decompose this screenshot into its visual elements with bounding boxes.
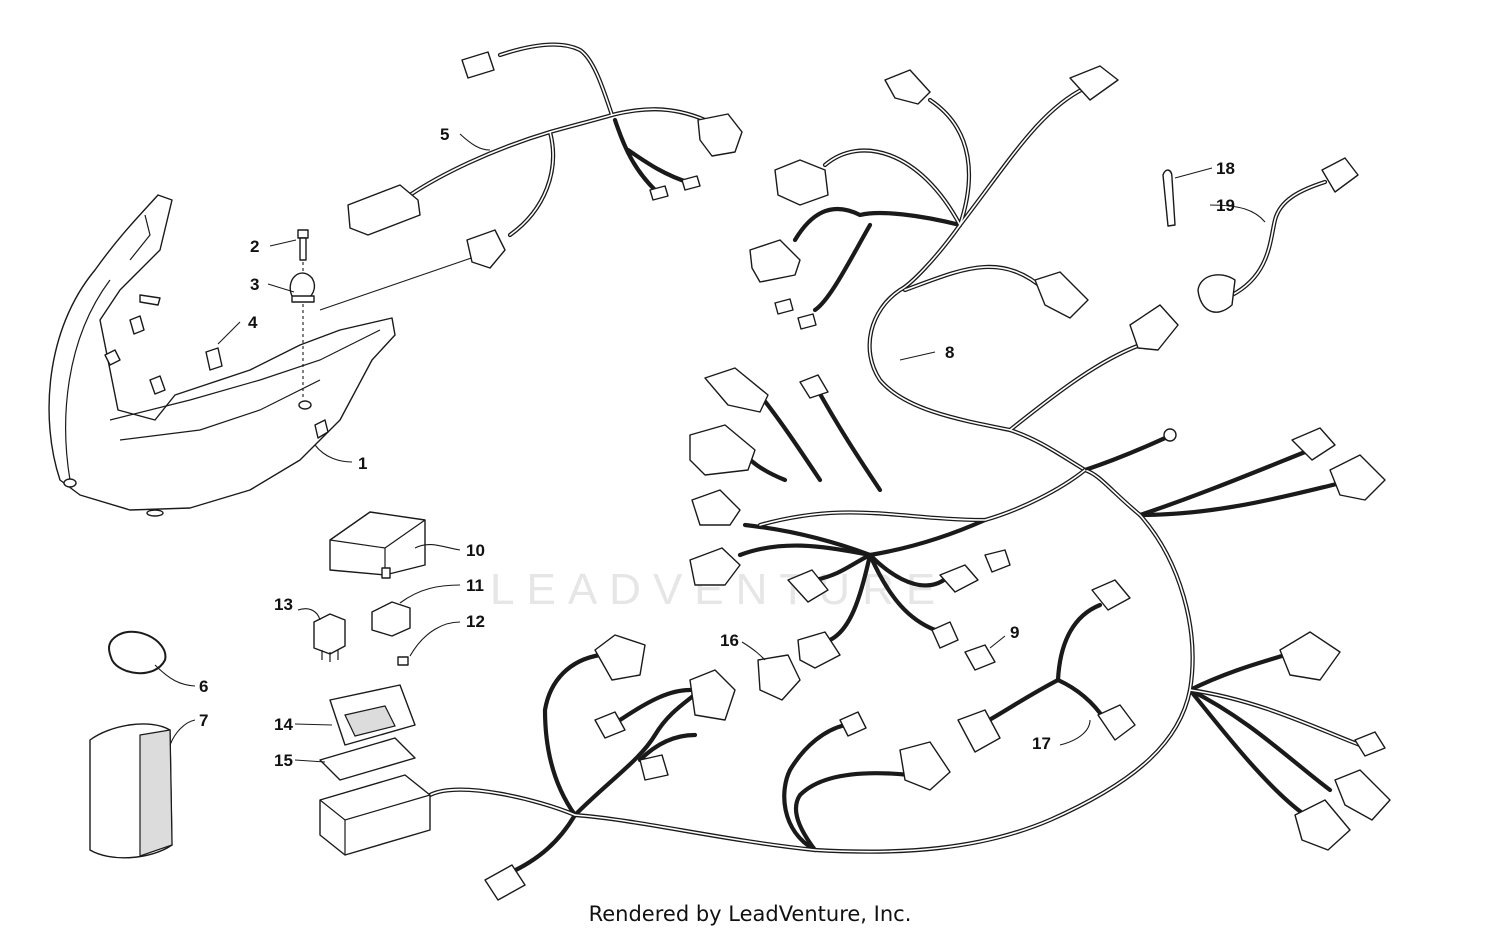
connector-center-c: [931, 621, 959, 649]
connector-17-a: [957, 709, 1001, 753]
connector-left-c: [691, 489, 741, 526]
connector-16: [757, 654, 801, 701]
connector-right-c: [1291, 427, 1336, 461]
callout-9: 9: [1010, 623, 1019, 642]
connector-center-b: [797, 631, 841, 669]
relay-13: [313, 613, 346, 662]
connector-bottom-a: [594, 634, 646, 681]
callout-8: 8: [945, 343, 954, 362]
callouts: 1 2 3 4 5 6 7 8 9 10 11 12 13 14 15 16 1…: [154, 125, 1266, 770]
clip-nut: [205, 347, 223, 371]
connector-right-d: [1329, 454, 1386, 501]
connector-right-g: [1334, 769, 1391, 821]
callout-15: 15: [274, 751, 293, 770]
connector-left-b: [689, 424, 756, 476]
connector-bottom-b: [689, 669, 736, 721]
callout-7: 7: [199, 711, 208, 730]
connector-multi-pin: [697, 113, 743, 157]
callout-5: 5: [440, 125, 449, 144]
connector-19-socket: [1197, 274, 1236, 313]
gasket-15: [319, 737, 416, 781]
connector-loop: [939, 564, 979, 593]
callout-11: 11: [466, 576, 484, 595]
connector-right-a: [1034, 271, 1089, 319]
sub-harness-19: [1229, 179, 1328, 298]
connector-bottom-e: [484, 864, 526, 901]
connector-bottom-d: [639, 754, 669, 781]
spade-terminal-a: [649, 185, 669, 201]
connector-right-f: [1354, 731, 1386, 757]
relay-box: [329, 511, 426, 579]
connector-loop-plug: [984, 549, 1011, 573]
main-harness-upper: [792, 85, 1143, 473]
footer-credit: Rendered by LeadVenture, Inc.: [588, 902, 912, 926]
relay-11: [371, 601, 411, 637]
connector-grid: [774, 159, 829, 206]
connector-small-top: [799, 374, 829, 399]
connector-large-plug: [347, 184, 421, 236]
connector-center-a: [787, 569, 829, 603]
connector-19-plug: [1321, 157, 1359, 193]
callout-1: 1: [358, 454, 367, 473]
connector-bottom-c: [594, 711, 626, 739]
sleeve-7: [89, 723, 173, 859]
cable-tie-6: [108, 630, 167, 675]
callout-12: 12: [466, 612, 485, 631]
connector-right-b: [1129, 304, 1179, 351]
callout-4: 4: [248, 313, 258, 332]
connector-right-e: [1279, 631, 1341, 681]
headlight-housing: [48, 194, 396, 517]
callout-3: 3: [250, 275, 259, 294]
fuse-12: [397, 656, 409, 666]
callout-19: 19: [1216, 196, 1235, 215]
connector-left-d: [689, 547, 741, 586]
callout-10: 10: [466, 541, 485, 560]
spade-terminal-c: [774, 298, 794, 315]
connector-17-c: [1091, 579, 1131, 611]
connector-bottom-g: [899, 741, 951, 791]
ground-ring-terminal: [1163, 428, 1177, 442]
connector-rect: [749, 239, 801, 283]
cable-clamp: [289, 272, 316, 303]
callout-13: 13: [274, 595, 293, 614]
connector-top-b: [1069, 65, 1119, 101]
connector-9: [964, 644, 996, 671]
ground-lead: [1084, 436, 1166, 471]
connector-left-a: [704, 367, 769, 413]
connector-bottom-f: [839, 711, 867, 737]
callout-6: 6: [199, 677, 208, 696]
wire-clip: [1162, 169, 1176, 227]
fuse-block: [319, 774, 431, 856]
spade-terminal-d: [797, 313, 817, 330]
fuse-label-14: [329, 684, 416, 746]
connector-4pin-top: [461, 51, 495, 79]
callout-17: 17: [1032, 734, 1051, 753]
callout-14: 14: [274, 715, 293, 734]
callout-16: 16: [720, 631, 739, 650]
connector-right-h: [1294, 799, 1351, 851]
headlight-harness: [319, 42, 708, 311]
connector-side: [466, 229, 506, 269]
main-harness-lower: [427, 382, 1363, 878]
screw: [297, 229, 309, 400]
spade-terminal-b: [681, 175, 701, 191]
connector-top-a: [884, 69, 931, 105]
callout-18: 18: [1216, 159, 1235, 178]
mount-hole: [298, 400, 312, 410]
connector-17-b: [1097, 704, 1136, 741]
callout-2: 2: [250, 237, 259, 256]
